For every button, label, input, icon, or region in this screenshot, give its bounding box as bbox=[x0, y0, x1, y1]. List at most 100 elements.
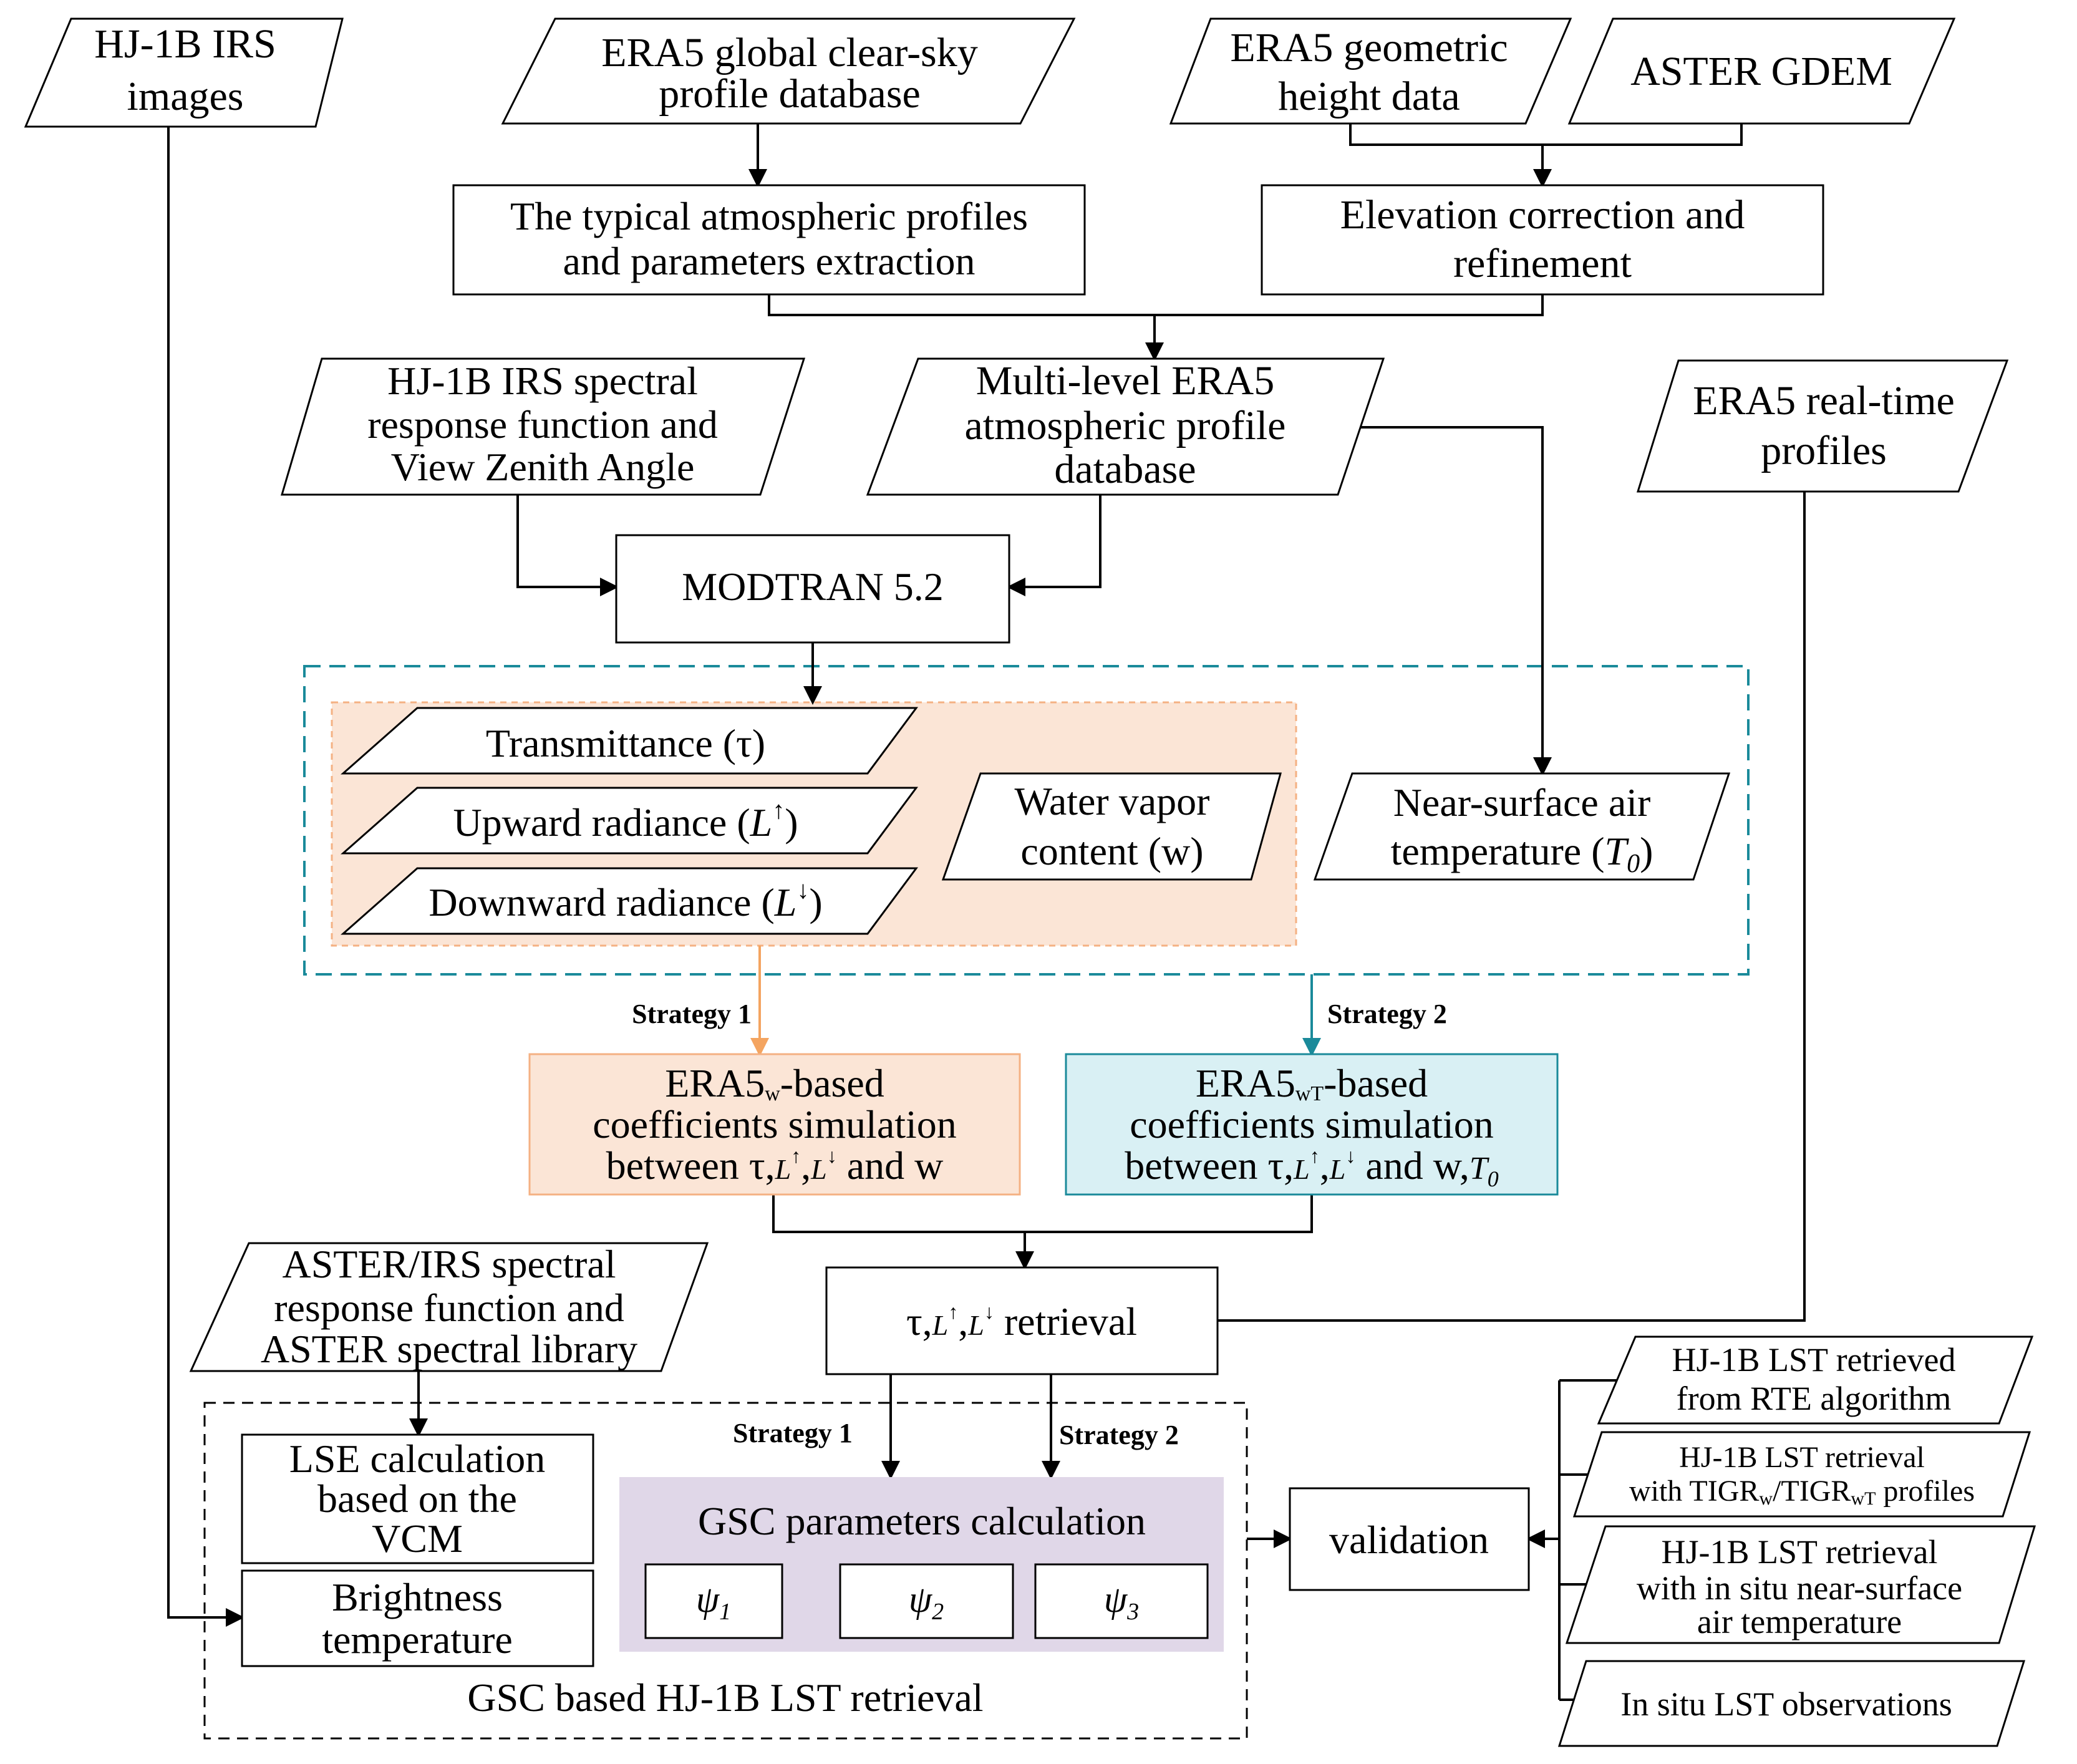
node-hj1b-irs-images: HJ-1B IRS images bbox=[24, 17, 344, 128]
svg-text:ERA5 geometric: ERA5 geometric bbox=[1230, 25, 1508, 70]
node-elevation-correction: Elevation correction and refinement bbox=[1261, 184, 1824, 296]
node-near-surface-air-temperature: Near-surface air temperature (T0) bbox=[1313, 772, 1731, 881]
svg-text:ASTER spectral library: ASTER spectral library bbox=[261, 1327, 637, 1371]
svg-text:Elevation correction and: Elevation correction and bbox=[1340, 192, 1745, 238]
atmospheric-parameters-region bbox=[303, 665, 1750, 976]
svg-text:profile database: profile database bbox=[659, 71, 921, 117]
svg-text:GSC parameters calculation: GSC parameters calculation bbox=[698, 1499, 1146, 1543]
node-hj1b-srf-vza: HJ-1B IRS spectral response function and… bbox=[280, 357, 806, 496]
svg-text:content (w): content (w) bbox=[1020, 829, 1203, 873]
psi-2-box: ψ2 bbox=[839, 1563, 1014, 1639]
svg-text:Transmittance (τ): Transmittance (τ) bbox=[486, 721, 765, 765]
svg-text:coefficients simulation: coefficients simulation bbox=[593, 1102, 957, 1146]
strategy1-label: Strategy 1 bbox=[632, 999, 752, 1029]
svg-text:HJ-1B LST retrieval: HJ-1B LST retrieval bbox=[1662, 1533, 1938, 1571]
strategy1-label-lower: Strategy 1 bbox=[733, 1418, 853, 1448]
svg-text:with TIGRw/TIGRwT profiles: with TIGRw/TIGRwT profiles bbox=[1629, 1475, 1975, 1509]
strategy2-label: Strategy 2 bbox=[1327, 999, 1447, 1029]
svg-text:between τ,L↑,L↓ and w: between τ,L↑,L↓ and w bbox=[606, 1143, 944, 1188]
node-insitu-air-temp-lst: HJ-1B LST retrieval with in situ near-su… bbox=[1565, 1525, 2036, 1644]
svg-text:ERA5w-based: ERA5w-based bbox=[665, 1061, 884, 1105]
svg-text:Water vapor: Water vapor bbox=[1015, 779, 1210, 823]
gsc-region-label: GSC based HJ-1B LST retrieval bbox=[467, 1675, 983, 1720]
svg-text:database: database bbox=[1054, 447, 1196, 492]
svg-text:LSE calculation: LSE calculation bbox=[289, 1437, 546, 1481]
node-water-vapor-content: Water vapor content (w) bbox=[941, 772, 1282, 881]
svg-text:τ,L↑,L↓ retrieval: τ,L↑,L↓ retrieval bbox=[906, 1299, 1137, 1344]
svg-text:atmospheric profile: atmospheric profile bbox=[965, 403, 1286, 448]
svg-text:Near-surface air: Near-surface air bbox=[1393, 780, 1651, 825]
node-era5-clear-sky-database: ERA5 global clear-sky profile database bbox=[501, 17, 1076, 125]
svg-text:refinement: refinement bbox=[1453, 241, 1632, 286]
node-era5w-coefficients: ERA5w-based coefficients simulation betw… bbox=[528, 1053, 1021, 1196]
svg-text:ψ3: ψ3 bbox=[1104, 1579, 1139, 1625]
svg-text:ψ2: ψ2 bbox=[909, 1579, 944, 1625]
svg-text:coefficients simulation: coefficients simulation bbox=[1130, 1102, 1494, 1146]
svg-text:ASTER/IRS spectral: ASTER/IRS spectral bbox=[282, 1242, 616, 1286]
svg-text:profiles: profiles bbox=[1761, 428, 1887, 473]
svg-text:air temperature: air temperature bbox=[1697, 1603, 1902, 1640]
svg-text:The typical atmospheric profil: The typical atmospheric profiles bbox=[510, 194, 1028, 238]
svg-text:ASTER GDEM: ASTER GDEM bbox=[1630, 49, 1892, 94]
connector-realtime-to-retrieval bbox=[1218, 492, 1806, 1322]
svg-text:ψ1: ψ1 bbox=[696, 1579, 731, 1625]
svg-text:Upward radiance (L↑): Upward radiance (L↑) bbox=[453, 796, 798, 845]
node-lse-calculation: LSE calculation based on the VCM bbox=[241, 1433, 594, 1564]
psi-1-box: ψ1 bbox=[644, 1563, 783, 1639]
svg-text:response function and: response function and bbox=[274, 1286, 624, 1330]
node-rte-lst: HJ-1B LST retrieved from RTE algorithm bbox=[1597, 1335, 2034, 1425]
svg-text:Downward radiance (L↓): Downward radiance (L↓) bbox=[428, 876, 822, 924]
connector-multilevel-to-airtemp bbox=[1357, 426, 1552, 776]
svg-text:View Zenith Angle: View Zenith Angle bbox=[391, 445, 695, 489]
node-modtran: MODTRAN 5.2 bbox=[615, 534, 1010, 644]
node-era5-geometric-height: ERA5 geometric height data bbox=[1169, 17, 1572, 125]
svg-text:VCM: VCM bbox=[372, 1516, 463, 1561]
svg-text:ERA5 global clear-sky: ERA5 global clear-sky bbox=[601, 30, 978, 75]
svg-text:In situ LST observations: In situ LST observations bbox=[1620, 1685, 1952, 1723]
svg-text:ERA5 real-time: ERA5 real-time bbox=[1693, 378, 1955, 424]
node-insitu-lst-observations: In situ LST observations bbox=[1557, 1660, 2026, 1747]
connector-multilevel-to-modtran bbox=[1007, 495, 1101, 596]
svg-text:height data: height data bbox=[1278, 74, 1460, 119]
svg-text:HJ-1B LST retrieved: HJ-1B LST retrieved bbox=[1672, 1341, 1956, 1379]
gsc-retrieval-region bbox=[203, 1402, 1248, 1740]
strategy2-label-lower: Strategy 2 bbox=[1059, 1420, 1179, 1450]
node-retrieval: τ,L↑,L↓ retrieval bbox=[825, 1266, 1219, 1375]
svg-text:HJ-1B LST retrieval: HJ-1B LST retrieval bbox=[1679, 1441, 1925, 1474]
svg-text:response function and: response function and bbox=[367, 402, 718, 447]
node-validation: validation bbox=[1289, 1487, 1530, 1591]
node-transmittance: Transmittance (τ) bbox=[341, 707, 918, 775]
svg-text:from RTE algorithm: from RTE algorithm bbox=[1677, 1380, 1952, 1417]
node-downward-radiance: Downward radiance (L↓) bbox=[341, 867, 918, 935]
node-multilevel-era5-database: Multi-level ERA5 atmospheric profile dat… bbox=[866, 357, 1385, 496]
node-aster-srf-library: ASTER/IRS spectral response function and… bbox=[189, 1242, 709, 1372]
svg-text:HJ-1B IRS: HJ-1B IRS bbox=[94, 21, 276, 67]
node-aster-gdem: ASTER GDEM bbox=[1567, 17, 1956, 125]
connector-coefficients-merge bbox=[772, 1195, 1313, 1233]
svg-text:Multi-level ERA5: Multi-level ERA5 bbox=[976, 358, 1274, 404]
svg-text:temperature: temperature bbox=[322, 1617, 513, 1662]
node-brightness-temperature: Brightness temperature bbox=[241, 1569, 594, 1667]
svg-text:temperature (T0): temperature (T0) bbox=[1391, 829, 1653, 878]
svg-text:based on the: based on the bbox=[317, 1476, 517, 1521]
node-era5wt-coefficients: ERA5wT-based coefficients simulation bet… bbox=[1065, 1053, 1559, 1196]
node-typical-profiles-extraction: The typical atmospheric profiles and par… bbox=[452, 184, 1086, 296]
psi-3-box: ψ3 bbox=[1034, 1563, 1209, 1639]
svg-text:images: images bbox=[127, 74, 244, 119]
svg-text:between τ,L↑,L↓ and w,T0: between τ,L↑,L↓ and w,T0 bbox=[1125, 1143, 1499, 1191]
connector-srf-to-modtran bbox=[516, 495, 619, 596]
svg-text:with in situ near-surface: with in situ near-surface bbox=[1637, 1569, 1962, 1607]
svg-text:HJ-1B IRS spectral: HJ-1B IRS spectral bbox=[387, 359, 698, 403]
node-era5-realtime-profiles: ERA5 real-time profiles bbox=[1636, 359, 2009, 493]
svg-text:Brightness: Brightness bbox=[332, 1575, 503, 1619]
connector-geometric-to-merge bbox=[1349, 124, 1743, 146]
svg-text:validation: validation bbox=[1329, 1518, 1489, 1562]
node-upward-radiance: Upward radiance (L↑) bbox=[341, 787, 918, 855]
svg-text:MODTRAN 5.2: MODTRAN 5.2 bbox=[682, 565, 944, 609]
node-tigr-lst: HJ-1B LST retrieval with TIGRw/TIGRwT pr… bbox=[1572, 1431, 2031, 1518]
svg-text:ERA5wT-based: ERA5wT-based bbox=[1196, 1061, 1428, 1105]
connector-typical-elevation-merge bbox=[768, 294, 1544, 316]
connector-images-to-brightness bbox=[167, 127, 244, 1627]
